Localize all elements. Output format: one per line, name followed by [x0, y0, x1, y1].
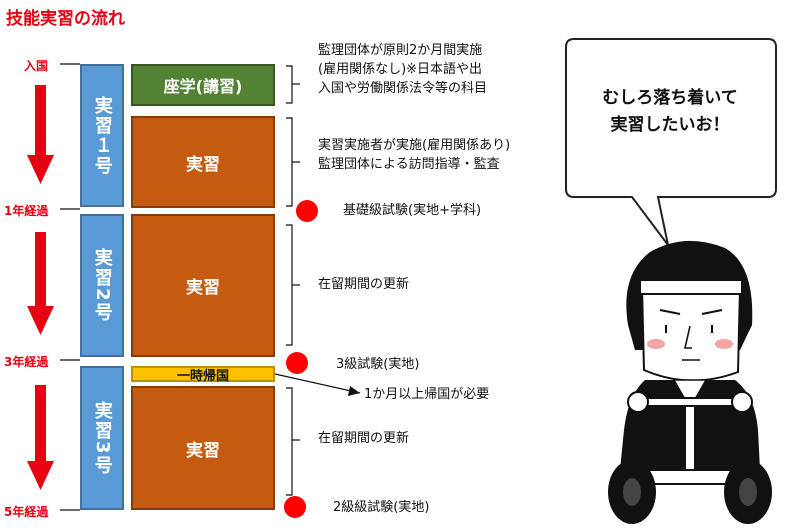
practice-block-2: 実習 [131, 214, 275, 357]
practice1-note: 実習実施者が実施(雇用関係あり) 監理団体による訪問指導・監査 [318, 137, 510, 175]
arrow-shaft-2 [35, 232, 46, 308]
arrow-shaft-3 [35, 385, 46, 463]
stage-1-box: 実習１号 [80, 64, 124, 207]
bracket-practice3 [286, 387, 293, 496]
exam-marker-3 [286, 352, 308, 374]
timeline-year1-label: 1年経過 [4, 204, 49, 218]
speech-text: むしろ落ち着いて 実習したいお！ [566, 85, 774, 139]
return-note: 1か月以上帰国が必要 [364, 387, 490, 402]
speech-line-2: 実習したいお！ [610, 115, 730, 136]
bracket-lecture [286, 65, 293, 104]
exam-3-note: 3級試験(実地) [336, 357, 420, 372]
face-shape [640, 287, 742, 382]
lecture-note: 監理団体が原則2か月間実施 (雇用関係なし)※日本語や出 入国や労働関係法令等の… [318, 42, 487, 99]
practice-block-1: 実習 [131, 116, 275, 208]
arrow-head-2 [27, 306, 54, 335]
arrow-head-1 [27, 155, 54, 184]
lecture-block: 座学(講習) [131, 64, 275, 106]
exam-2-note: 2級級試験(実地) [333, 500, 430, 515]
timeline-year5-label: 5年経過 [4, 505, 49, 519]
page-title: 技能実習の流れ [6, 9, 125, 29]
stage-2-box: 実習2号 [80, 214, 124, 357]
exam-marker-basic [296, 200, 318, 222]
headband-shape [639, 279, 743, 295]
arrow-shaft-1 [35, 85, 46, 157]
practice1-note-line-2: 監理団体による訪問指導・監査 [318, 156, 500, 172]
lecture-note-line-3: 入国や労働関係法令等の科目 [318, 80, 488, 96]
lecture-note-line-1: 監理団体が原則2か月間実施 [318, 43, 483, 58]
lecture-note-line-2: (雇用関係なし)※日本語や出 [318, 61, 483, 77]
renew-note-1: 在留期間の更新 [318, 277, 410, 292]
speech-line-1: むしろ落ち着いて [602, 88, 738, 108]
exam-basic-note: 基礎級試験(実地+学科) [343, 203, 482, 218]
renew-note-2: 在留期間の更新 [318, 431, 410, 446]
stem-shape [684, 405, 696, 477]
timeline-entry-label: 入国 [24, 59, 49, 73]
exam-marker-2 [284, 496, 306, 518]
practice-block-3: 実習 [131, 386, 275, 510]
timeline-year3-label: 3年経過 [4, 355, 49, 369]
practice1-note-line-1: 実習実施者が実施(雇用関係あり) [318, 138, 511, 153]
bracket-practice2 [286, 224, 293, 346]
handlebar-shape [634, 397, 746, 407]
speech-bubble [565, 38, 777, 246]
character-illustration [608, 240, 772, 524]
arrow-head-3 [27, 461, 54, 490]
bracket-practice1 [286, 117, 293, 207]
stage-3-box: 実習3号 [80, 366, 124, 510]
temporary-return-block: 一時帰国 [131, 366, 275, 384]
